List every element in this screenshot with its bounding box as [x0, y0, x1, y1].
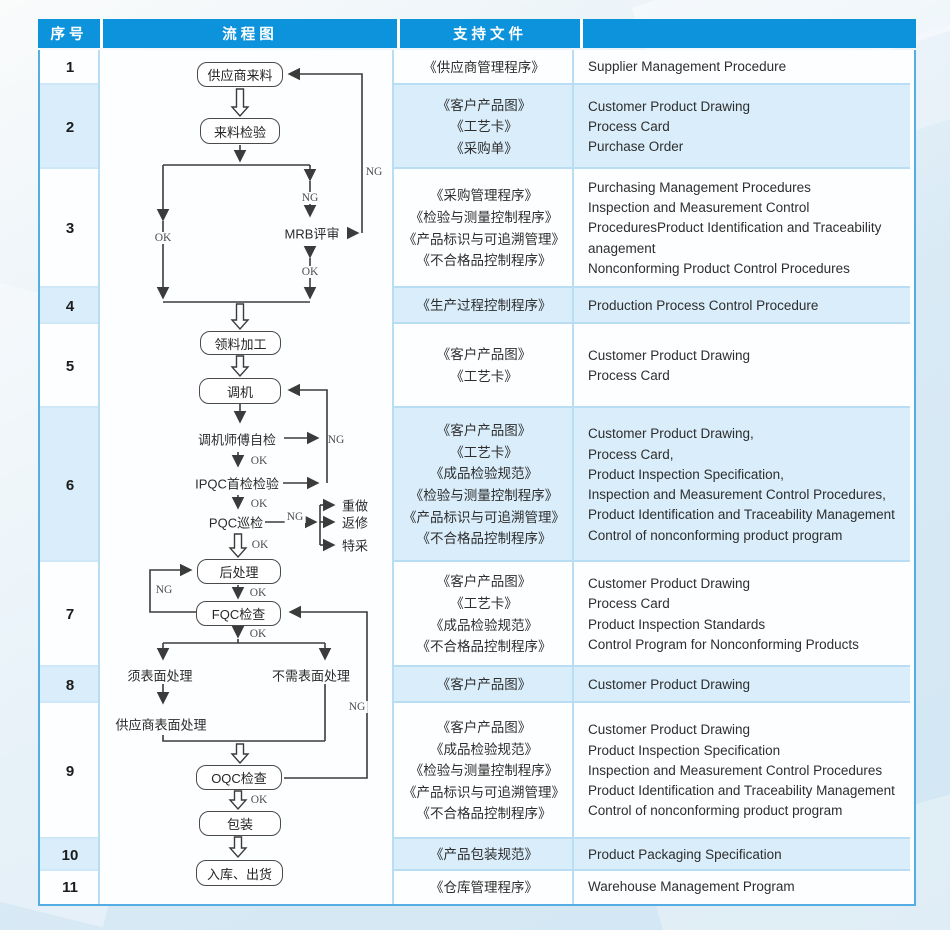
docs-cell: 《采购管理程序》 《检验与测量控制程序》 《产品标识与可追溯管理》 《不合格品控… [394, 169, 574, 288]
english-cell: Warehouse Management Program [574, 871, 910, 904]
row-number-cell: 9 [40, 703, 100, 839]
row-number-cell: 7 [40, 562, 100, 667]
english-cell: Supplier Management Procedure [574, 50, 910, 85]
docs-cell: 《客户产品图》 《工艺卡》 《成品检验规范》 《不合格品控制程序》 [394, 562, 574, 667]
english-cell: Customer Product Drawing, Process Card, … [574, 408, 910, 562]
english-cell: Customer Product Drawing Process Card Pr… [574, 562, 910, 667]
docs-cell: 《供应商管理程序》 [394, 50, 574, 85]
header-cell-flowchart: 流程图 [103, 19, 397, 48]
header-cell-no: 序号 [38, 19, 100, 48]
row-number-cell: 11 [40, 871, 100, 904]
english-cell: Customer Product Drawing Process Card Pu… [574, 85, 910, 169]
row-number-cell: 10 [40, 839, 100, 871]
row-number-cell: 8 [40, 667, 100, 703]
flowchart-column [100, 50, 394, 904]
docs-cell: 《客户产品图》 《工艺卡》 《成品检验规范》 《检验与测量控制程序》 《产品标识… [394, 408, 574, 562]
docs-cell: 《客户产品图》 《成品检验规范》 《检验与测量控制程序》 《产品标识与可追溯管理… [394, 703, 574, 839]
docs-cell: 《客户产品图》 《工艺卡》 [394, 324, 574, 408]
english-cell: Production Process Control Procedure [574, 288, 910, 324]
docs-cell: 《客户产品图》 《工艺卡》 《采购单》 [394, 85, 574, 169]
english-cell: Purchasing Management Procedures Inspect… [574, 169, 910, 288]
docs-cell: 《仓库管理程序》 [394, 871, 574, 904]
process-table: 1 2 3 4 5 6 7 8 9 10 11 《供应商管理程序》 《客户产品图… [38, 50, 916, 906]
row-number-cell: 6 [40, 408, 100, 562]
english-cell: Customer Product Drawing [574, 667, 910, 703]
table-header: 序号 流程图 支持文件 [38, 19, 916, 48]
docs-cell: 《产品包装规范》 [394, 839, 574, 871]
row-number-cell: 2 [40, 85, 100, 169]
row-number-cell: 3 [40, 169, 100, 288]
header-cell-docs: 支持文件 [400, 19, 580, 48]
row-number-cell: 1 [40, 50, 100, 85]
row-number-cell: 5 [40, 324, 100, 408]
english-cell: Product Packaging Specification [574, 839, 910, 871]
english-cell: Customer Product Drawing Product Inspect… [574, 703, 910, 839]
row-number-cell: 4 [40, 288, 100, 324]
docs-cell: 《生产过程控制程序》 [394, 288, 574, 324]
header-cell-english [583, 19, 916, 48]
english-cell: Customer Product Drawing Process Card [574, 324, 910, 408]
docs-cell: 《客户产品图》 [394, 667, 574, 703]
